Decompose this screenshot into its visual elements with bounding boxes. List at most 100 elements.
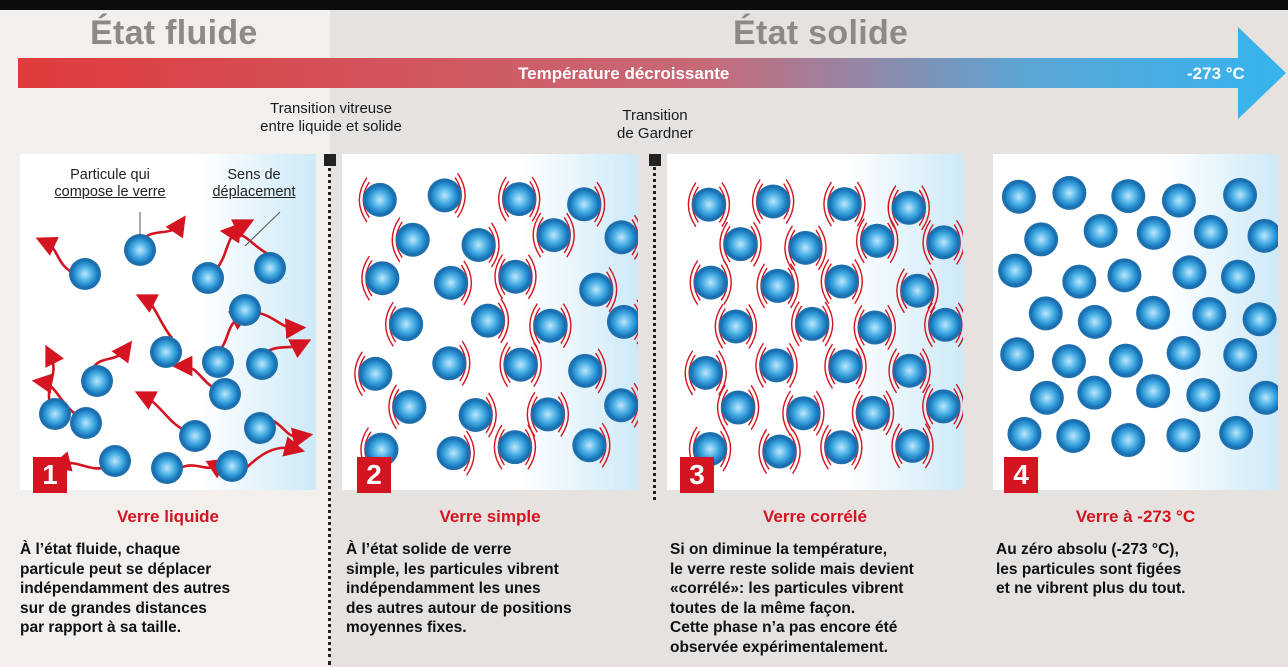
- particle: [1250, 221, 1278, 250]
- particle: [1114, 426, 1143, 455]
- particle: [73, 410, 99, 436]
- description-line: À l’état fluide, chaque: [20, 541, 181, 558]
- glass-transition-line1: Transition vitreuse: [270, 100, 392, 117]
- particle: [863, 226, 892, 255]
- particle: [1055, 178, 1084, 207]
- description-line: À l’état solide de verre: [346, 541, 512, 558]
- vibration-marks: [631, 214, 638, 260]
- particle: [1189, 380, 1218, 409]
- description-line: indépendamment des autres: [20, 580, 231, 597]
- description-line: les particules sont figées: [996, 560, 1182, 578]
- particle: [72, 261, 98, 287]
- solid-state-title: État solide: [733, 14, 909, 52]
- particle: [1004, 182, 1033, 211]
- particle: [929, 392, 958, 421]
- particle: [570, 190, 599, 219]
- description-line: sur de grandes distances: [20, 599, 207, 617]
- description-line: et ne vibrent plus du tout.: [996, 580, 1186, 597]
- particle: [1054, 347, 1083, 376]
- particle: [831, 352, 860, 381]
- particle: [759, 187, 788, 216]
- panel-number-badge: 3: [680, 457, 714, 493]
- particle: [154, 455, 180, 481]
- panel-description-liquid: À l’état fluide, chaque particule peut s…: [20, 540, 316, 638]
- glass-transition-line2: entre liquide et solide: [260, 118, 402, 135]
- particle: [219, 453, 245, 479]
- particle: [721, 312, 750, 341]
- panel-title-frozen: Verre à -273 °C: [1075, 507, 1196, 526]
- particle: [1195, 299, 1224, 328]
- panel-simple-glass: [342, 154, 638, 490]
- gardner-transition-line2: de Gardner: [617, 125, 693, 142]
- particle: [1175, 258, 1204, 287]
- particle: [1032, 383, 1061, 412]
- particle: [439, 439, 468, 468]
- particle: [724, 393, 753, 422]
- panel-title-liquid: Verre liquide: [116, 507, 220, 526]
- particle: [1251, 383, 1278, 412]
- particle: [212, 381, 238, 407]
- particle: [42, 401, 68, 427]
- particle: [1226, 340, 1255, 369]
- particle: [461, 400, 490, 429]
- motion-arrow: [134, 391, 185, 432]
- particle: [726, 230, 755, 259]
- particle: [1010, 419, 1039, 448]
- particle: [895, 356, 924, 385]
- correlated-glass-illustration: [667, 154, 963, 490]
- particle: [436, 268, 465, 297]
- particle: [571, 356, 600, 385]
- particle: [1226, 180, 1255, 209]
- particle: [533, 400, 562, 429]
- particle: [249, 351, 275, 377]
- particle-annotation-line2: compose le verre: [54, 184, 166, 200]
- particle: [827, 267, 856, 296]
- particle: [1086, 216, 1115, 245]
- particle: [789, 399, 818, 428]
- particle: [501, 262, 530, 291]
- description-line: particule peut se déplacer: [20, 560, 212, 578]
- particle: [691, 358, 720, 387]
- panel-description-correlated: Si on diminue la température, le verre r…: [670, 540, 970, 657]
- particle: [609, 307, 638, 336]
- particle: [830, 190, 859, 219]
- particle: [1065, 267, 1094, 296]
- description-line: des autres autour de positions: [346, 599, 572, 617]
- fluid-state-title: État fluide: [90, 14, 258, 52]
- description-line: Cette phase n’a pas encore été: [670, 619, 898, 636]
- particle: [898, 431, 927, 460]
- particle: [539, 221, 568, 250]
- particle: [1164, 186, 1193, 215]
- particle-annotation-line1: Particule qui: [70, 167, 150, 183]
- particle: [607, 223, 636, 252]
- particle: [1169, 421, 1198, 450]
- description-line: indépendamment les unes: [346, 580, 541, 597]
- particle: [696, 268, 725, 297]
- particle: [84, 368, 110, 394]
- panel-number-badge: 4: [1004, 457, 1038, 493]
- particle: [435, 349, 464, 378]
- panel-title-correlated: Verre corrélé: [763, 507, 867, 526]
- particle: [827, 433, 856, 462]
- gardner-transition-label: Transition de Gardner: [600, 107, 710, 143]
- glass-transition-label: Transition vitreuse entre liquide et sol…: [236, 100, 426, 136]
- particle: [257, 255, 283, 281]
- description-line: observée expérimentalement.: [670, 638, 888, 656]
- particle: [582, 275, 611, 304]
- motion-arrow: [271, 418, 314, 449]
- particle: [1196, 217, 1225, 246]
- direction-annotation-line1: Sens de: [227, 167, 281, 183]
- particle: [1245, 305, 1274, 334]
- particle: [205, 349, 231, 375]
- panel-background: [20, 154, 316, 490]
- description-line: par rapport à sa taille.: [20, 619, 182, 636]
- panel-number-badge: 1: [33, 457, 67, 493]
- glass-transition-dotted-line: [328, 155, 331, 665]
- particle: [464, 230, 493, 259]
- gardner-transition-dotted-line: [653, 155, 656, 500]
- particle: [500, 433, 529, 462]
- particle: [395, 392, 424, 421]
- particle: [368, 264, 397, 293]
- particle: [398, 225, 427, 254]
- particle: [1110, 261, 1139, 290]
